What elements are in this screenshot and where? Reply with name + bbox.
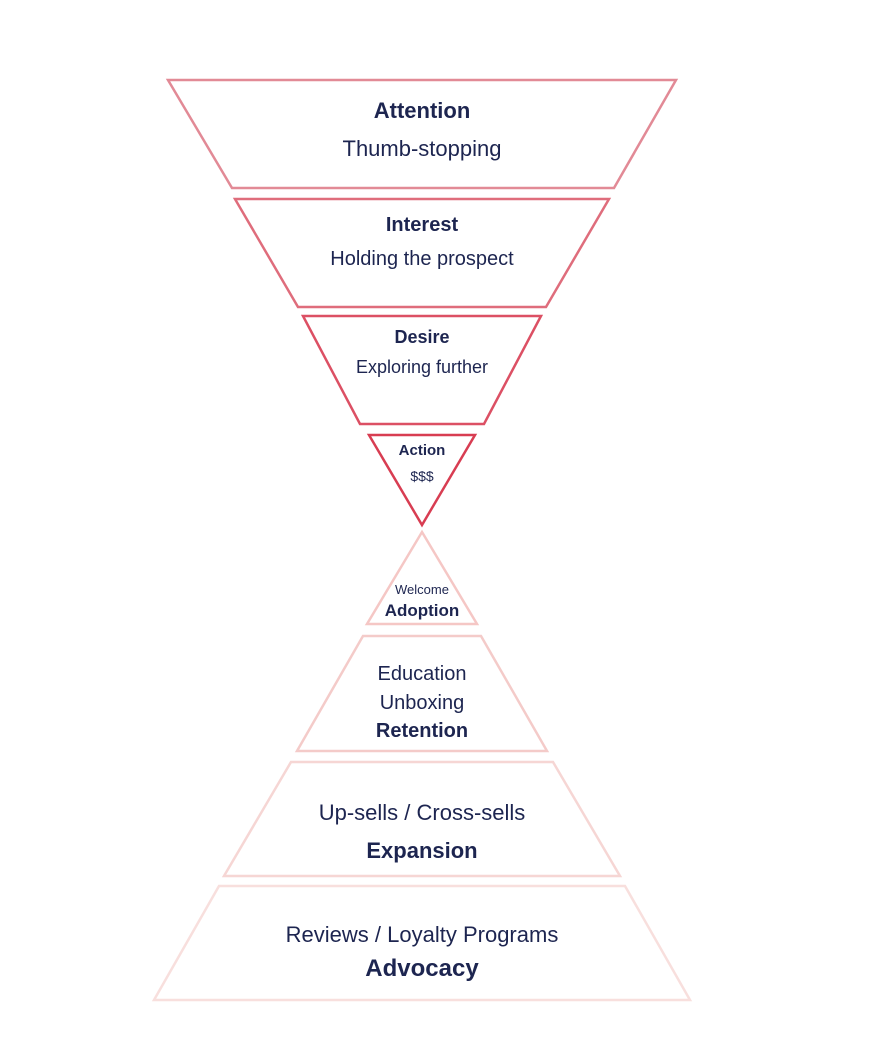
funnel-stage-interest: Interest Holding the prospect bbox=[232, 197, 612, 309]
advocacy-shape bbox=[151, 884, 693, 1002]
retention-title: Retention bbox=[376, 720, 468, 742]
desire-subtitle: Exploring further bbox=[356, 357, 488, 377]
action-title: Action bbox=[399, 442, 446, 459]
pyramid-stage-advocacy: Reviews / Loyalty Programs Advocacy bbox=[151, 884, 693, 1002]
action-subtitle: $$$ bbox=[410, 468, 434, 484]
pyramid: Welcome Adoption Education Unboxing Rete… bbox=[151, 529, 693, 1002]
funnel: Attention Thumb-stopping Interest Holdin… bbox=[165, 78, 679, 528]
pyramid-stage-adoption: Welcome Adoption bbox=[364, 529, 480, 626]
interest-subtitle: Holding the prospect bbox=[330, 248, 514, 270]
advocacy-title: Advocacy bbox=[365, 955, 479, 982]
expansion-line-1: Up-sells / Cross-sells bbox=[319, 800, 526, 825]
retention-line-1: Education bbox=[378, 663, 467, 685]
retention-line-2: Unboxing bbox=[380, 692, 465, 714]
retention-shape bbox=[294, 634, 550, 753]
desire-title: Desire bbox=[394, 327, 449, 347]
desire-shape bbox=[300, 314, 544, 426]
adoption-line-1: Welcome bbox=[395, 582, 449, 597]
funnel-stage-desire: Desire Exploring further bbox=[300, 314, 544, 426]
attention-subtitle: Thumb-stopping bbox=[343, 136, 502, 161]
funnel-stage-attention: Attention Thumb-stopping bbox=[165, 78, 679, 190]
attention-title: Attention bbox=[374, 98, 471, 123]
pyramid-stage-expansion: Up-sells / Cross-sells Expansion bbox=[221, 760, 623, 878]
pyramid-stage-retention: Education Unboxing Retention bbox=[294, 634, 550, 753]
funnel-stage-action: Action $$$ bbox=[366, 433, 478, 528]
adoption-title: Adoption bbox=[385, 601, 460, 620]
interest-shape bbox=[232, 197, 612, 309]
interest-title: Interest bbox=[386, 214, 459, 236]
expansion-shape bbox=[221, 760, 623, 878]
expansion-title: Expansion bbox=[366, 838, 477, 863]
advocacy-line-1: Reviews / Loyalty Programs bbox=[286, 922, 559, 947]
action-shape bbox=[366, 433, 478, 528]
attention-shape bbox=[165, 78, 679, 190]
adoption-shape bbox=[364, 529, 480, 626]
